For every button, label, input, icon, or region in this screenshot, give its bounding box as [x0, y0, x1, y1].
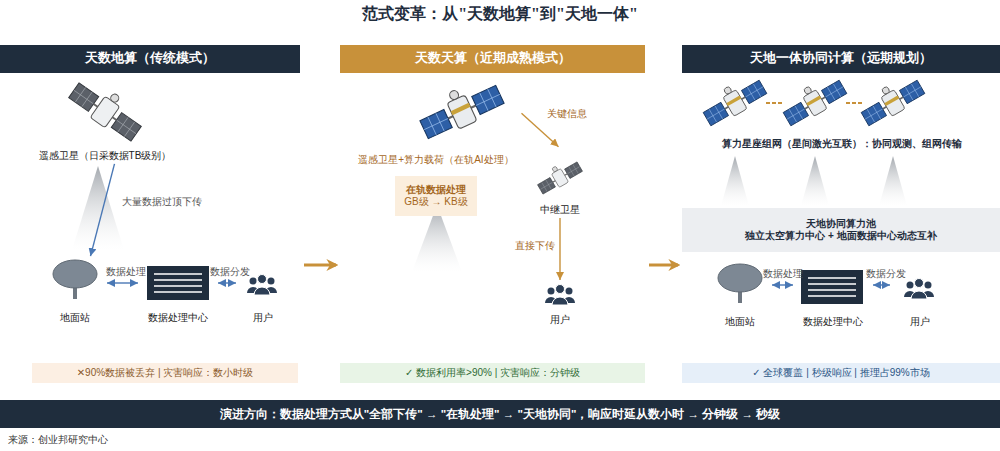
- icon-node: 中继卫星: [532, 148, 588, 216]
- node-label: 遥感卫星（日采数据TB级别）: [39, 150, 172, 163]
- icon-node: 遥感卫星+算力载荷（在轨AI处理）: [352, 80, 520, 166]
- process-box: 在轨数据处理GB级 → KB级: [395, 176, 477, 216]
- node-label: ✕90%数据被丢弃 | 灾害响应：数小时级: [77, 367, 254, 380]
- flow-arrow: [772, 284, 793, 285]
- icon-node: 数据处理中心: [795, 266, 871, 328]
- edge-label: 数据分发: [210, 266, 250, 277]
- icon-node: 用户: [535, 282, 585, 326]
- edge-label: 数据处理: [106, 266, 146, 277]
- flow-arrow: [649, 264, 678, 267]
- panel-title: 天数天算（近期成熟模式）: [415, 51, 571, 67]
- node-label: 算力星座组网（星间激光互联）：协同观测、组网传输: [722, 138, 962, 151]
- flow-arrow: [559, 218, 560, 280]
- flow-arrow: [107, 282, 138, 283]
- dish-icon: [718, 264, 762, 303]
- mode-panel: 天数地算（传统模式） 遥感卫星（日采数据TB级别） 地面站 数据处理中心 用户 ✕90%数…: [0, 45, 300, 387]
- node-label: 地面站: [725, 316, 755, 329]
- source-caption: 来源：创业邦研究中心: [8, 433, 108, 447]
- beam: [721, 156, 749, 206]
- icon-node: 遥感卫星（日采数据TB级别）: [20, 80, 190, 162]
- flow-arrow: [91, 164, 115, 256]
- flow-arrow: [873, 284, 890, 285]
- satellite-icon: [414, 73, 506, 142]
- node-label: 中继卫星: [540, 204, 580, 217]
- satellite-icon: [698, 71, 768, 128]
- node-label: 天地协同算力池: [806, 218, 876, 231]
- users-icon: [545, 285, 575, 306]
- beam: [879, 156, 907, 206]
- node-label: 在轨数据处理: [406, 184, 466, 197]
- node-label: ✓ 数据利用率>90% | 灾害响应：分钟级: [405, 367, 580, 380]
- panel-title: 天数地算（传统模式）: [85, 51, 215, 67]
- status-bar: ✓ 全球覆盖 | 秒级响应 | 推理占99%市场: [682, 363, 1000, 383]
- icon-node: 地面站: [45, 258, 105, 324]
- panel-title: 天地一体协同计算（远期规划）: [750, 51, 932, 67]
- edge-label: 关键信息: [547, 108, 587, 119]
- relay-satellite-icon: [534, 156, 584, 196]
- icon-node: 地面站: [710, 262, 770, 328]
- datacenter-icon: [147, 266, 209, 300]
- node-label: 用户: [550, 314, 570, 327]
- node-label: 遥感卫星+算力载荷（在轨AI处理）: [358, 154, 513, 167]
- beam: [72, 166, 124, 250]
- process-box: 天地协同算力池独立太空算力中心 + 地面数据中心动态互补: [682, 208, 1000, 252]
- laser-link: [766, 102, 784, 104]
- laser-link: [846, 102, 862, 104]
- node-label: 地面站: [60, 312, 90, 325]
- beam: [801, 156, 829, 206]
- status-bar: ✓ 数据利用率>90% | 灾害响应：分钟级: [340, 363, 645, 383]
- summary-banner: 演进方向：数据处理方式从"全部下传" → "在轨处理" → "天地协同"，响应时…: [0, 400, 1000, 428]
- dish-icon: [53, 260, 97, 299]
- node-label: GB级 → KB级: [404, 196, 467, 209]
- mode-panel: 天数天算（近期成熟模式） 遥感卫星+算力载荷（在轨AI处理） 在轨数据处理GB级 →…: [340, 45, 645, 387]
- users-icon: [904, 279, 934, 300]
- datacenter-icon: [801, 270, 863, 304]
- panel-header: 天数天算（近期成熟模式）: [340, 45, 645, 73]
- panel-header: 天数地算（传统模式）: [0, 45, 300, 73]
- diagram-title: 范式变革：从"天数地算"到"天地一体": [0, 4, 1000, 25]
- edge-label: 数据处理: [763, 268, 803, 279]
- edge-label: 数据分发: [866, 268, 906, 279]
- satellite-icon: [856, 71, 926, 128]
- users-icon: [247, 275, 277, 296]
- panel-header: 天地一体协同计算（远期规划）: [682, 45, 1000, 73]
- mode-panel: 天地一体协同计算（远期规划）算力星座组网（星间激光互联）：协同观测、组网传输天地…: [682, 45, 1000, 387]
- status-bar: ✕90%数据被丢弃 | 灾害响应：数小时级: [32, 363, 298, 383]
- node-label: 数据处理中心: [148, 312, 208, 325]
- flow-arrow: [218, 282, 236, 283]
- node-label: ✓ 全球覆盖 | 秒级响应 | 推理占99%市场: [752, 367, 929, 380]
- node-label: 独立太空算力中心 + 地面数据中心动态互补: [745, 230, 936, 243]
- icon-node: 算力星座组网（星间激光互联）：协同观测、组网传输: [692, 78, 992, 150]
- node-label: 数据处理中心: [803, 316, 863, 329]
- edge-label: 大量数据过顶下传: [122, 196, 202, 207]
- node-label: 演进方向：数据处理方式从"全部下传" → "在轨处理" → "天地协同"，响应时…: [220, 407, 780, 421]
- satellite-icon: [66, 73, 148, 144]
- flow-arrow: [304, 264, 336, 267]
- satellite-icon: [778, 71, 848, 128]
- edge-label: 直接下传: [515, 240, 555, 251]
- icon-node: 数据处理中心: [140, 262, 216, 324]
- node-label: 用户: [253, 312, 273, 325]
- node-label: 用户: [910, 316, 930, 329]
